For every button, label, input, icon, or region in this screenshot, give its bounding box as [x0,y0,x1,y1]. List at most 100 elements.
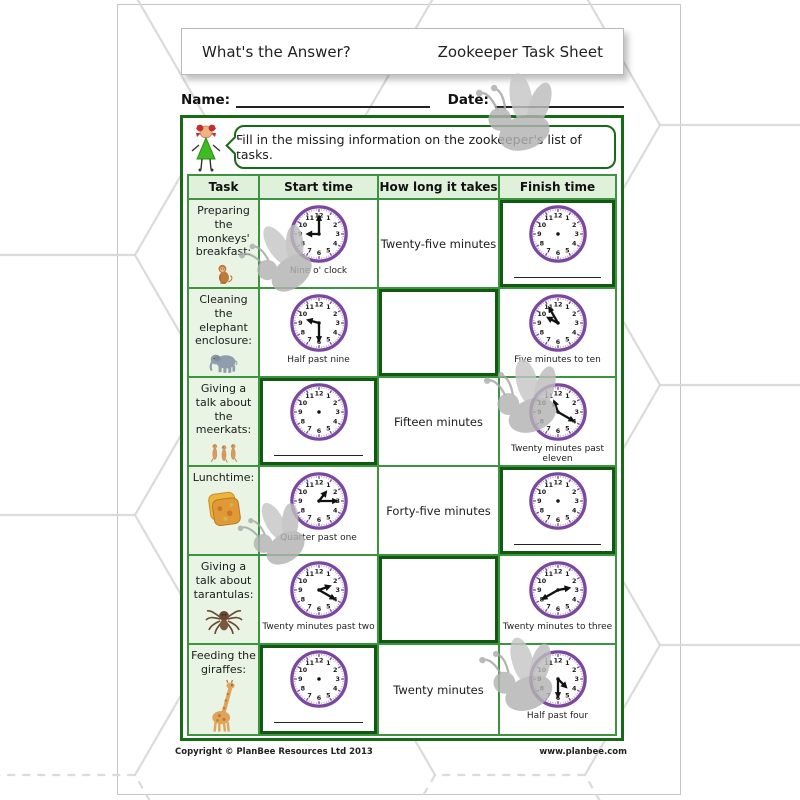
svg-text:12: 12 [553,479,562,487]
svg-text:7: 7 [307,691,311,699]
svg-text:7: 7 [546,424,550,432]
svg-text:6: 6 [316,516,321,524]
svg-text:11: 11 [305,659,314,667]
svg-text:7: 7 [307,602,311,610]
svg-text:12: 12 [553,568,562,576]
svg-text:12: 12 [314,568,323,576]
task-label: Preparing the monkeys' breakfast: [195,204,252,259]
svg-text:12: 12 [553,657,562,665]
duration-cell: Forty-five minutes [379,467,500,556]
svg-text:6: 6 [316,694,321,702]
svg-text:5: 5 [565,691,569,699]
svg-text:3: 3 [335,408,339,416]
date-write-line [494,91,624,108]
duration-text: Twenty minutes [393,682,484,697]
svg-text:4: 4 [332,685,337,693]
svg-text:2: 2 [332,310,336,318]
svg-text:9: 9 [537,408,542,416]
date-label: Date: [447,92,489,108]
task-cell: Giving a talk about tarantulas: [189,556,260,645]
svg-text:9: 9 [537,319,542,327]
svg-text:9: 9 [298,675,303,683]
svg-text:10: 10 [537,310,546,318]
svg-text:6: 6 [316,249,321,257]
svg-text:8: 8 [539,329,544,337]
svg-text:8: 8 [539,507,544,515]
svg-text:5: 5 [565,424,569,432]
svg-text:11: 11 [305,303,314,311]
svg-text:9: 9 [537,497,542,505]
duration-cell-answer [379,289,500,378]
svg-text:10: 10 [298,399,307,407]
svg-text:4: 4 [571,329,576,337]
svg-text:5: 5 [326,335,330,343]
svg-text:9: 9 [537,675,542,683]
task-table: Task Start time How long it takes Finish… [187,174,617,736]
column-header-start-time: Start time [260,176,379,200]
task-cell: Preparing the monkeys' breakfast: [189,200,260,289]
svg-text:9: 9 [537,586,542,594]
svg-text:11: 11 [544,659,553,667]
svg-text:2: 2 [332,399,336,407]
svg-text:3: 3 [574,586,578,594]
svg-text:5: 5 [565,246,569,254]
svg-text:6: 6 [555,249,560,257]
svg-text:6: 6 [555,605,560,613]
svg-text:3: 3 [574,408,578,416]
svg-text:2: 2 [332,577,336,585]
svg-text:11: 11 [305,481,314,489]
answer-write-line [513,544,602,545]
svg-text:5: 5 [565,602,569,610]
sandwich-icon [207,491,241,526]
svg-text:2: 2 [571,399,575,407]
svg-text:8: 8 [300,685,305,693]
svg-text:3: 3 [574,230,578,238]
svg-text:4: 4 [332,507,337,515]
svg-text:8: 8 [539,418,544,426]
svg-text:6: 6 [316,427,321,435]
duration-cell: Twenty-five minutes [379,200,500,289]
svg-text:1: 1 [326,392,330,400]
svg-text:9: 9 [298,319,303,327]
task-label: Giving a talk about tarantulas: [193,560,254,601]
clock-label: Nine o' clock [289,266,348,276]
website-text: www.planbee.com [539,747,627,757]
svg-text:12: 12 [553,301,562,309]
clock-label: Quarter past one [280,533,357,543]
instruction-bubble: Fill in the missing information on the z… [234,125,616,169]
elephant-icon [209,354,237,373]
worksheet-series-title: What's the Answer? [202,42,351,61]
svg-text:8: 8 [539,685,544,693]
svg-text:1: 1 [326,659,330,667]
svg-text:11: 11 [305,214,314,222]
svg-text:7: 7 [546,246,550,254]
svg-text:11: 11 [305,570,314,578]
svg-text:5: 5 [326,424,330,432]
svg-text:4: 4 [571,240,576,248]
svg-text:7: 7 [307,335,311,343]
svg-text:1: 1 [565,659,569,667]
svg-text:2: 2 [571,488,575,496]
svg-text:4: 4 [571,507,576,515]
svg-text:10: 10 [537,488,546,496]
svg-text:10: 10 [537,221,546,229]
svg-text:12: 12 [314,657,323,665]
tarantula-icon [204,610,243,635]
svg-text:8: 8 [539,240,544,248]
svg-text:5: 5 [326,513,330,521]
svg-text:3: 3 [574,675,578,683]
svg-text:6: 6 [555,427,560,435]
